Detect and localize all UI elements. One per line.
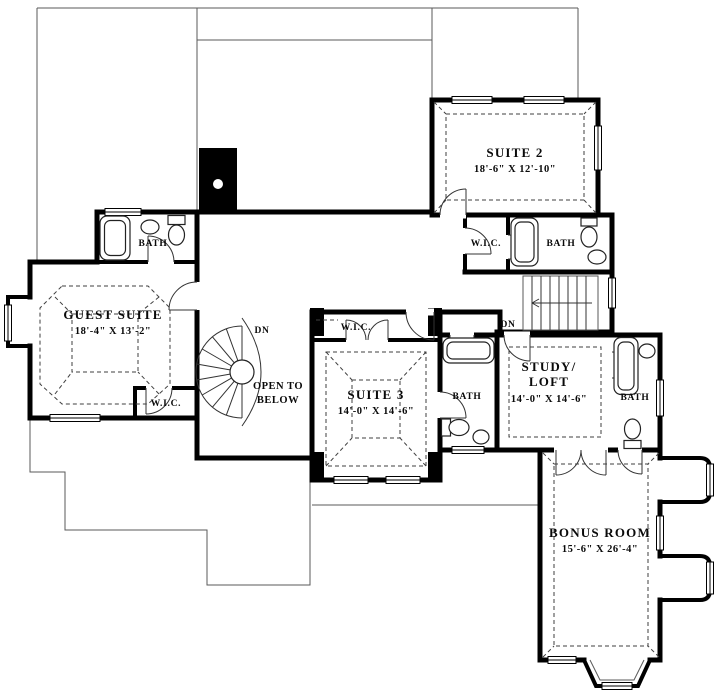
guest-suite-label: GUEST SUITE [63, 307, 162, 322]
sink-icon [140, 219, 160, 235]
dn-straight-stair-label: DN [500, 320, 515, 330]
suite2-label: SUITE 2 [486, 145, 543, 160]
guest-wic-label: W.I.C. [151, 399, 182, 409]
suite3-label: SUITE 3 [347, 387, 404, 402]
center-bath-label: BATH [452, 392, 481, 402]
bonus-room-label: BONUS ROOM [549, 525, 651, 540]
chimney-and-posts [199, 148, 442, 480]
stair-railing-curve [241, 317, 262, 427]
open-to-below-label-2: BELOW [257, 395, 299, 406]
study-loft-label-1: STUDY/ [522, 359, 577, 374]
fixtures [99, 214, 656, 450]
study-loft-dims: 14'-0" X 14'-6" [511, 394, 587, 405]
chimney-flue-icon [213, 179, 223, 189]
study-loft-label-2: LOFT [529, 374, 569, 389]
guest-bath-label: BATH [138, 239, 167, 249]
bonus-room-dims: 15'-6" X 26'-4" [562, 544, 638, 555]
suite2-dims: 18'-6" X 12'-10" [474, 164, 556, 175]
sink-icon [638, 343, 656, 359]
room-labels: SUITE 2 18'-6" X 12'-10" GUEST SUITE 18'… [63, 145, 651, 555]
roof-outline-lines [29, 7, 579, 586]
guest-suite-dims: 18'-4" X 13'-2" [75, 326, 151, 337]
right-bath-label: BATH [620, 393, 649, 403]
doors [145, 188, 643, 476]
sink-icon [587, 249, 607, 265]
suite2-bath-label: BATH [546, 239, 575, 249]
toilet-icon [623, 439, 642, 450]
straight-staircase [522, 275, 599, 331]
suite3-dims: 14'-0" X 14'-6" [338, 406, 414, 417]
toilet-icon [580, 217, 598, 227]
sink-icon [472, 429, 490, 445]
curved-staircase [195, 317, 262, 427]
suite2-wic-label: W.I.C. [471, 239, 502, 249]
dn-curved-stair-label: DN [254, 326, 269, 336]
suite3-wic-label: W.I.C. [341, 323, 372, 333]
toilet-icon [167, 214, 186, 226]
open-to-below-label-1: OPEN TO [253, 381, 303, 392]
windows [4, 96, 714, 690]
ceiling-dashed-lines [39, 101, 660, 658]
